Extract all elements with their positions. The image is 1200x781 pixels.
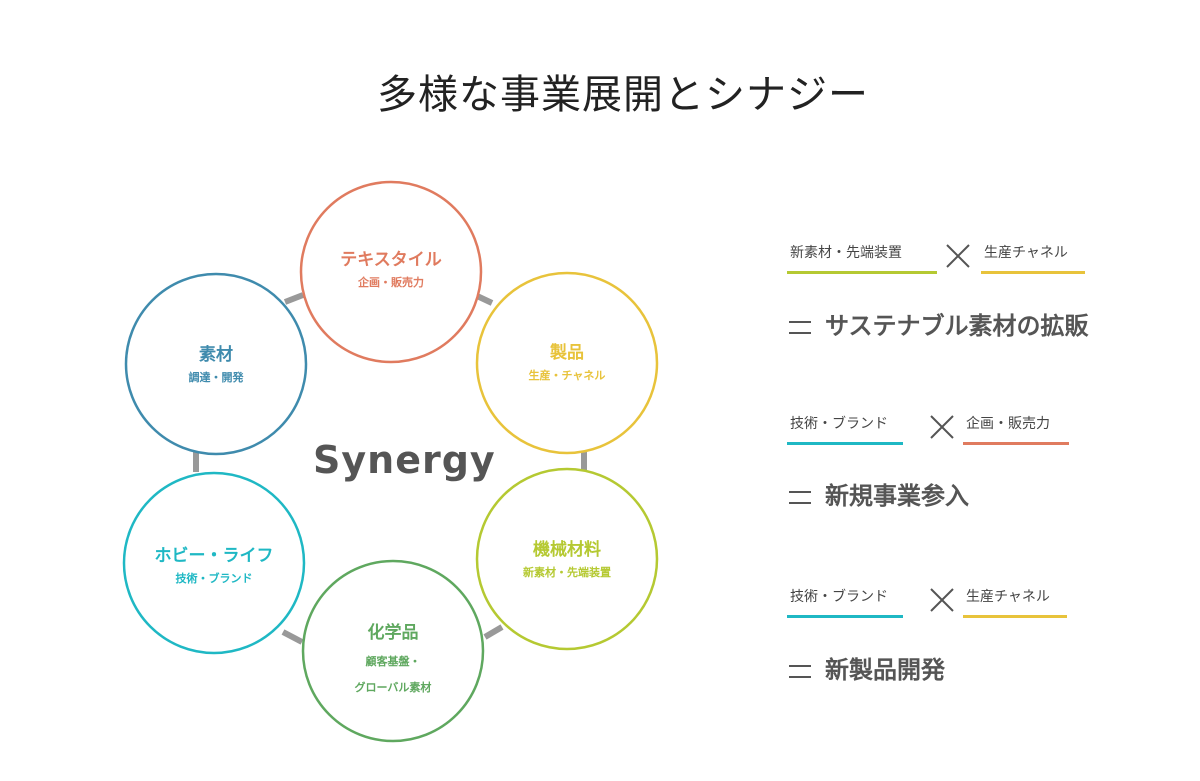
node-sub: 生産・チャネル — [528, 369, 606, 382]
equals-icon — [789, 490, 811, 504]
node-name: 化学品 — [367, 623, 419, 643]
node-name: 製品 — [550, 343, 584, 363]
combo-result-text: 新製品開発 — [825, 656, 945, 684]
node-circle-hobby-life — [122, 471, 306, 655]
ring-connector — [281, 629, 304, 645]
node-textile: テキスタイル 企画・販売力 — [311, 245, 471, 296]
equals-icon — [789, 320, 811, 334]
node-sub: 新素材・先端装置 — [523, 566, 611, 579]
node-name: テキスタイル — [340, 250, 442, 270]
times-icon — [946, 244, 970, 268]
node-name: 素材 — [199, 345, 233, 365]
combo-result: 新製品開発 — [789, 650, 945, 685]
combo-pill-a: 技術・ブランド — [787, 412, 903, 445]
combo-pill-b: 生産チャネル — [963, 585, 1067, 618]
combo-pill-b: 企画・販売力 — [963, 412, 1069, 445]
node-circle-products — [475, 271, 659, 455]
combo-pill-a: 技術・ブランド — [787, 585, 903, 618]
node-hobby-life: ホビー・ライフ 技術・ブランド — [134, 541, 294, 592]
node-sub: 技術・ブランド — [175, 572, 253, 585]
node-products: 製品 生産・チャネル — [487, 338, 647, 389]
node-circle-chemicals — [301, 559, 485, 743]
ring-connector — [283, 292, 305, 305]
node-circle-textile — [299, 180, 483, 364]
node-circle-machinery — [475, 467, 659, 651]
combo-pill-a: 新素材・先端装置 — [787, 241, 937, 274]
combo-result: サステナブル素材の拡販 — [789, 306, 1089, 341]
synergy-label: Synergy — [313, 438, 496, 482]
node-sub: 顧客基盤・ グローバル素材 — [354, 655, 432, 694]
node-materials: 素材 調達・開発 — [136, 340, 296, 391]
node-circle-materials — [124, 272, 308, 456]
page-title: 多様な事業展開とシナジー — [377, 72, 869, 118]
node-name: 機械材料 — [533, 540, 601, 560]
ring-connector — [483, 624, 504, 640]
node-name: ホビー・ライフ — [154, 546, 274, 566]
combo-pill-b: 生産チャネル — [981, 241, 1085, 274]
node-machinery: 機械材料 新素材・先端装置 — [487, 535, 647, 586]
node-sub: 企画・販売力 — [358, 276, 424, 289]
node-sub: 調達・開発 — [188, 371, 244, 384]
equals-icon — [789, 664, 811, 678]
node-chemicals: 化学品 顧客基盤・ グローバル素材 — [313, 618, 473, 701]
combo-result-text: 新規事業参入 — [825, 482, 969, 510]
combo-result: 新規事業参入 — [789, 476, 969, 511]
combo-result-text: サステナブル素材の拡販 — [825, 312, 1089, 340]
times-icon — [930, 588, 954, 612]
times-icon — [930, 415, 954, 439]
